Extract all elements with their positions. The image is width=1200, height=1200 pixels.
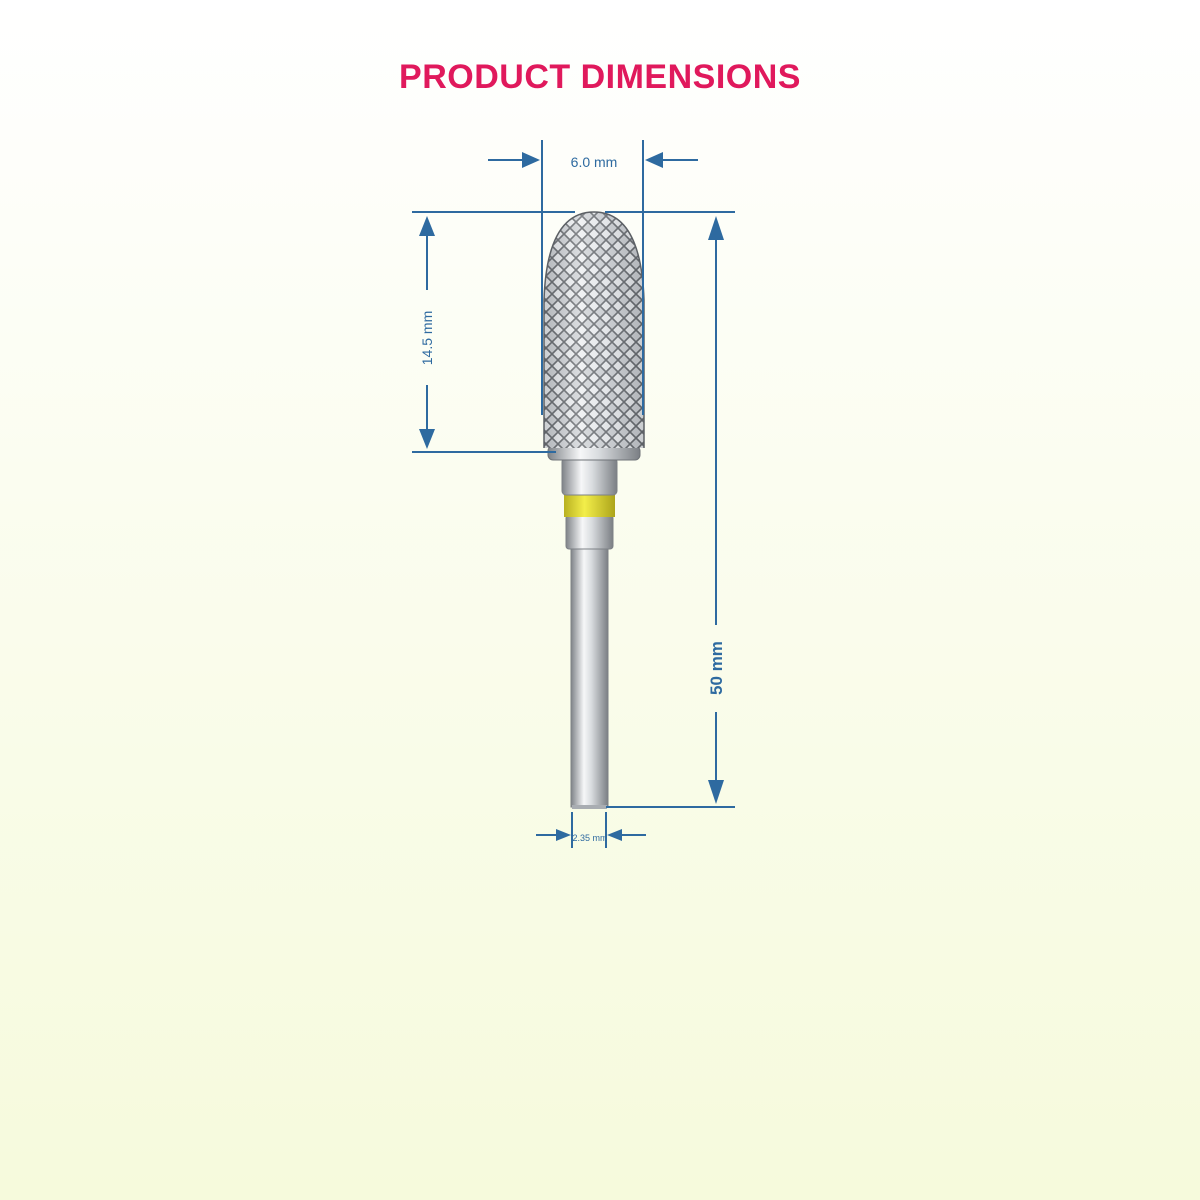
head-length-dimension — [419, 216, 435, 449]
color-band — [564, 493, 615, 517]
total-length-label: 50 mm — [707, 641, 726, 695]
drill-neck — [565, 514, 614, 550]
dimension-annotations — [412, 140, 735, 848]
head-width-dimension — [488, 152, 698, 168]
head-width-label: 6.0 mm — [571, 154, 618, 170]
head-length-label: 14.5 mm — [419, 311, 435, 365]
shank-diameter-label: 2.35 mm — [572, 833, 607, 843]
shank-diameter-dimension — [536, 829, 646, 841]
drill-bit — [543, 211, 645, 809]
drill-shank — [570, 544, 609, 808]
drill-collar — [561, 457, 618, 496]
drill-head — [544, 212, 644, 448]
total-length-dimension — [708, 216, 724, 804]
page-title: PRODUCT DIMENSIONS — [399, 58, 801, 96]
